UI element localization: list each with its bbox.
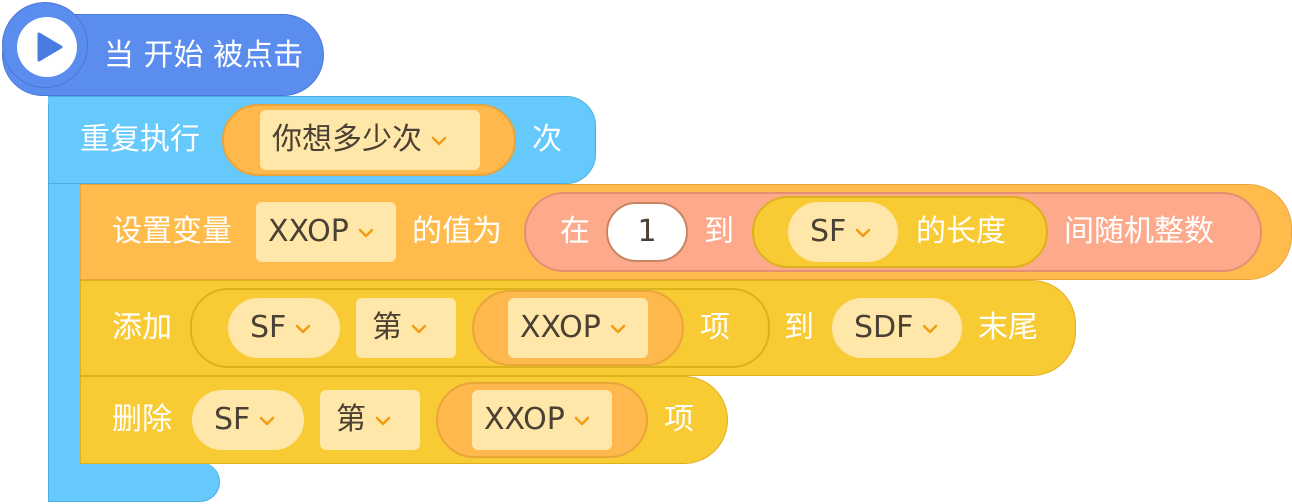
set-variable-label: 设置变量 (112, 214, 232, 249)
chevron-down-icon (375, 416, 391, 425)
length-list-dropdown[interactable]: SF (788, 202, 898, 262)
chevron-down-icon (260, 416, 275, 425)
chevron-down-icon (411, 324, 427, 333)
delete-list-dropdown[interactable]: SF (192, 390, 304, 450)
random-from-input[interactable]: 1 (606, 202, 688, 262)
item-index-variable-dropdown[interactable]: XXOP (508, 298, 648, 358)
item-list-dropdown[interactable]: SF (228, 298, 340, 358)
list-length-label: 的长度 (916, 214, 1006, 249)
variable-name: XXOP (268, 214, 349, 249)
hat-play-circle (17, 17, 77, 77)
chevron-down-icon (574, 416, 590, 425)
delete-index-variable-dropdown[interactable]: XXOP (472, 390, 612, 450)
delete-list-name: SF (214, 402, 251, 437)
item-index-type: 第 (372, 310, 402, 345)
target-list-name: SDF (854, 310, 914, 345)
repeat-block-bottom[interactable] (48, 462, 220, 502)
random-suffix: 间随机整数 (1064, 214, 1214, 249)
chevron-down-icon (358, 228, 374, 237)
add-suffix: 末尾 (978, 310, 1038, 345)
delete-item-label: 删除 (112, 402, 172, 437)
item-label: 项 (700, 310, 730, 345)
variable-dropdown[interactable]: XXOP (256, 202, 396, 262)
add-item-label: 添加 (112, 310, 172, 345)
item-index-type-dropdown[interactable]: 第 (356, 298, 456, 358)
chevron-down-icon (923, 324, 938, 333)
delete-index-variable: XXOP (484, 402, 565, 437)
chevron-down-icon (431, 136, 447, 145)
item-list-name: SF (250, 310, 287, 345)
repeat-suffix: 次 (532, 122, 562, 157)
repeat-count-dropdown[interactable]: 你想多少次 (260, 110, 480, 170)
random-from-label: 在 (560, 214, 590, 249)
repeat-count-value: 你想多少次 (272, 122, 422, 157)
repeat-block-join (48, 98, 84, 104)
hat-play-badge[interactable] (2, 2, 88, 88)
play-icon (37, 32, 63, 62)
add-to-label: 到 (784, 310, 814, 345)
random-to-label: 到 (704, 214, 734, 249)
item-index-variable: XXOP (520, 310, 601, 345)
chevron-down-icon (856, 228, 871, 237)
chevron-down-icon (610, 324, 626, 333)
target-list-dropdown[interactable]: SDF (832, 298, 962, 358)
hat-label: 当 开始 被点击 (104, 38, 304, 73)
delete-index-type: 第 (336, 402, 366, 437)
chevron-down-icon (296, 324, 311, 333)
delete-index-type-dropdown[interactable]: 第 (320, 390, 420, 450)
length-list-name: SF (810, 214, 847, 249)
repeat-label: 重复执行 (80, 122, 200, 157)
random-from-value: 1 (637, 214, 657, 249)
delete-item-suffix: 项 (664, 402, 694, 437)
set-variable-middle: 的值为 (412, 214, 502, 249)
